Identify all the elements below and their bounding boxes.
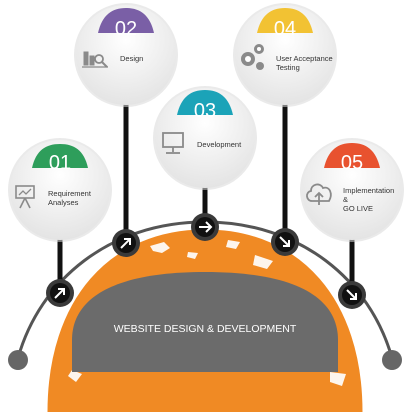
arrow-down-right-icon	[346, 289, 357, 300]
arrow-up-right-icon	[120, 238, 131, 249]
arrow-right-icon	[199, 221, 213, 233]
node-step-1[interactable]	[46, 279, 74, 307]
step-2-label-line-1: Design	[120, 54, 143, 63]
step-4-tab	[257, 8, 313, 33]
title-banner	[72, 272, 338, 372]
banner-title: WEBSITE DESIGN & DEVELOPMENT	[114, 323, 297, 335]
step-3-tab	[177, 90, 233, 115]
step-2-tab	[98, 8, 154, 33]
step-1-tab	[32, 144, 88, 168]
node-step-5[interactable]	[338, 281, 366, 309]
step-1: 01 Requirement Analyses	[8, 138, 112, 242]
step-4-number: 04	[274, 18, 296, 40]
monitor-icon	[162, 132, 184, 154]
step-5-number: 05	[341, 152, 363, 174]
step-2: 02 Design	[74, 3, 178, 107]
step-1-label-line-2: Analyses	[48, 198, 79, 207]
arrow-up-right-icon	[54, 288, 65, 299]
step-1-number: 01	[49, 152, 71, 174]
node-step-2[interactable]	[112, 229, 140, 257]
step-2-number: 02	[115, 18, 137, 40]
step-1-label-line-1: Requirement	[48, 189, 92, 198]
step-5-tab	[324, 143, 380, 168]
step-4: 04 User Acceptance Testing	[233, 3, 337, 107]
step-4-label-line-2: Testing	[276, 63, 300, 72]
step-5-label-line-3: GO LIVE	[343, 204, 373, 213]
step-3-number: 03	[194, 100, 216, 122]
step-5-label-line-1: Implementation	[343, 186, 394, 195]
cloud-upload-icon	[306, 183, 332, 205]
step-3-label-line-1: Development	[197, 140, 242, 149]
gears-icon	[241, 44, 264, 70]
step-4-label-line-1: User Acceptance	[276, 54, 333, 63]
arc-end-left-dot	[8, 350, 28, 370]
arc-end-right-dot	[382, 350, 402, 370]
design-tools-icon	[82, 51, 108, 68]
step-3: 03 Development	[153, 86, 257, 190]
node-step-3[interactable]	[191, 213, 219, 241]
node-step-4[interactable]	[271, 228, 299, 256]
arrow-down-right-icon	[279, 236, 290, 247]
presentation-board-icon	[15, 185, 35, 209]
step-5-label-line-2: &	[343, 195, 348, 204]
step-5: 05 Implementation & GO LIVE	[300, 138, 404, 242]
